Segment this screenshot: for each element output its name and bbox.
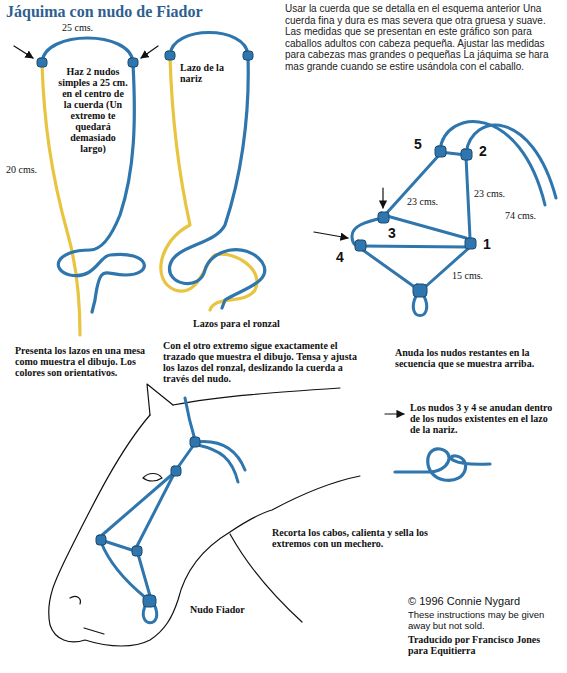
- copyright-text: These instructions may be given away but…: [408, 609, 558, 631]
- dimension-label: 23 cms.: [407, 196, 438, 207]
- instruction-text: Recorta los cabos, calienta y sella los …: [272, 527, 467, 549]
- instruction-text: Los nudos 3 y 4 se anudan dentro de los …: [410, 402, 560, 435]
- instruction-text: Anuda los nudos restantes en la secuenci…: [395, 347, 545, 369]
- part-label: Lazo de la nariz: [180, 62, 236, 84]
- dimension-label: 15 cms.: [452, 270, 483, 281]
- dimension-label: 23 cms.: [474, 188, 505, 199]
- instruction-text: Haz 2 nudos simples a 25 cm. en el centr…: [57, 66, 129, 154]
- diagram-title: Jáquima con nudo de Fiador: [6, 3, 202, 21]
- dimension-label: 25 cms.: [62, 22, 93, 33]
- callout-number: 2: [479, 143, 487, 159]
- credit-text: Traducido por Francisco Jones para Equit…: [408, 634, 558, 656]
- callout-number: 4: [336, 249, 344, 265]
- dimension-label: 20 cms.: [6, 164, 37, 175]
- callout-number: 1: [483, 236, 491, 252]
- callout-number: 5: [414, 136, 422, 152]
- callout-number: 3: [388, 225, 396, 241]
- part-label: Nudo Fiador: [190, 604, 270, 615]
- instruction-text: Con el otro extremo sigue exactamente el…: [163, 340, 358, 384]
- note-text: Usar la cuerda que se detalla en el esqu…: [285, 3, 563, 72]
- instruction-text: Presenta los lazos en una mesa como mues…: [15, 345, 155, 378]
- part-label: Lazos para el ronzal: [193, 318, 343, 329]
- copyright-text: © 1996 Connie Nygard: [408, 595, 558, 607]
- dimension-label: 74 cms.: [505, 210, 536, 221]
